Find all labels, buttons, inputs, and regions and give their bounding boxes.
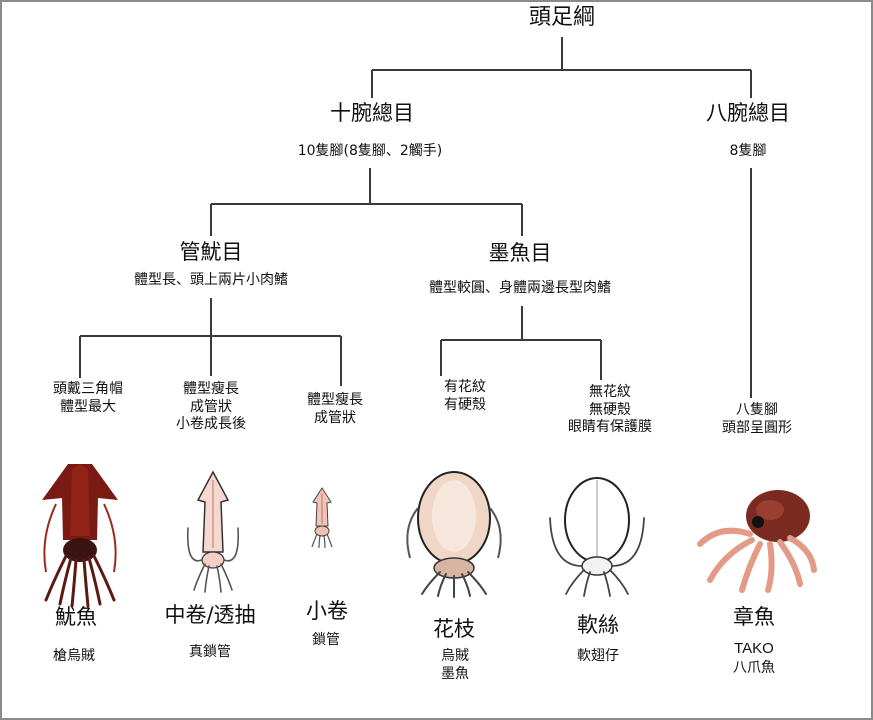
bigfin-squid-name: 軟絲 [577, 613, 619, 637]
octopod-order-desc: 8隻腳 [729, 143, 767, 159]
decapod-order-desc: 10隻腳(8隻腳、2觸手) [297, 143, 443, 159]
bigfin-squid-illustration [549, 477, 645, 597]
trait-line: 頭戴三角帽 [53, 381, 123, 397]
trait-line: 有花紋 [444, 379, 486, 395]
alias-line: 槍烏賊 [53, 648, 95, 664]
trait-line: 頭部呈圓形 [722, 419, 792, 436]
small-squid-alias: 鎖管 [312, 632, 340, 650]
alias-line: 八爪魚 [733, 658, 775, 675]
octopod-order-title: 八腕總目 [706, 101, 790, 125]
squid-name: 魷魚 [55, 605, 97, 629]
cuttlefish-name: 花枝 [433, 617, 475, 641]
small-squid-name: 小卷 [306, 599, 348, 623]
cuttlefish-traits: 有花紋 有硬殼 [444, 379, 486, 414]
cuttlefish-illustration [406, 471, 502, 598]
cuttlefish-alias: 烏賊 墨魚 [441, 648, 469, 683]
mid-squid-alias: 真鎖管 [189, 644, 231, 662]
trait-line: 小卷成長後 [176, 416, 246, 432]
octopus-alias: TAKO 八爪魚 [733, 640, 775, 676]
squid-alias: 槍烏賊 [53, 648, 95, 666]
teuthida-group-title: 管魷目 [179, 240, 243, 264]
decapod-order-title: 十腕總目 [330, 101, 414, 125]
teuthida-group-desc: 體型長、頭上兩片小肉鰭 [134, 272, 288, 288]
sepiida-group-title: 墨魚目 [488, 241, 552, 265]
trait-line: 成管狀 [314, 409, 356, 426]
trait-line: 眼睛有保護膜 [568, 419, 652, 435]
alias-line: TAKO [734, 640, 774, 657]
small-squid-illustration [311, 487, 333, 549]
squid-traits: 頭戴三角帽 體型最大 [53, 381, 123, 416]
trait-line: 八隻腳 [736, 402, 778, 418]
octopus-traits: 八隻腳 頭部呈圓形 [722, 402, 792, 437]
octopus-illustration [697, 490, 817, 593]
bigfin-squid-traits: 無花紋 無硬殼 眼睛有保護膜 [568, 384, 652, 437]
alias-line: 真鎖管 [189, 644, 231, 660]
trait-line: 體型最大 [60, 398, 116, 415]
trait-line: 成管狀 [190, 398, 232, 415]
trait-line: 體型瘦長 [307, 392, 363, 408]
trait-line: 無花紋 [589, 384, 631, 400]
mid-squid-name: 中卷/透抽 [164, 603, 256, 627]
mid-squid-illustration [186, 470, 240, 593]
bigfin-squid-alias: 軟翅仔 [577, 648, 619, 666]
trait-line: 無硬殼 [589, 401, 631, 418]
alias-line: 烏賊 [441, 648, 469, 664]
alias-line: 墨魚 [441, 665, 469, 682]
trait-line: 有硬殼 [444, 396, 486, 413]
root-class-title: 頭足綱 [528, 5, 596, 30]
mid-squid-traits: 體型瘦長 成管狀 小卷成長後 [176, 381, 246, 434]
trait-line: 體型瘦長 [183, 381, 239, 397]
small-squid-traits: 體型瘦長 成管狀 [307, 392, 363, 427]
alias-line: 鎖管 [312, 632, 340, 648]
alias-line: 軟翅仔 [577, 648, 619, 664]
squid-illustration [42, 464, 118, 608]
octopus-name: 章魚 [733, 605, 775, 629]
sepiida-group-desc: 體型較圓、身體兩邊長型肉鰭 [429, 280, 611, 296]
